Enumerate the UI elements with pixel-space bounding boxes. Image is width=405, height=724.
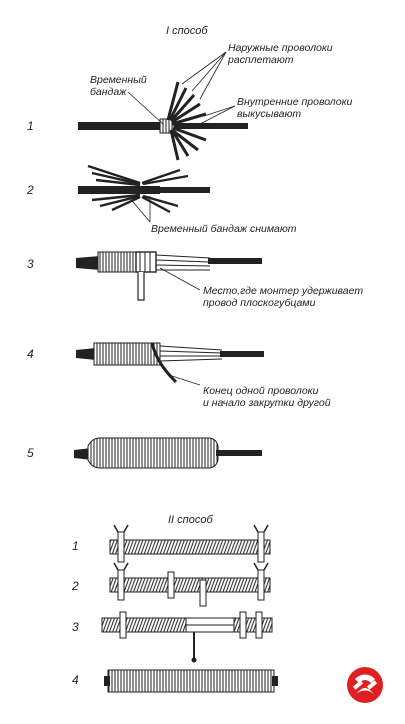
method2-title: II способ [168,514,213,526]
method2-step3-figure [101,611,273,663]
label-outer-wires: Наружные проволоки расплетают [228,42,333,66]
label-inner-wires-line1: Внутренние проволоки [237,96,353,108]
label-temp-band: Временный бандаж [90,74,147,98]
method1-step4-number: 4 [27,347,34,361]
label-outer-wires-line1: Наружные проволоки [228,42,333,54]
step2-figure [78,164,210,223]
method2-step4-number: 4 [72,673,79,687]
label-inner-wires-line2: выкусывают [237,108,302,120]
label-temp-band-line1: Временный [90,74,147,86]
label-temp-band-line2: бандаж [90,86,127,98]
step1-figure [78,51,248,161]
label-outer-wires-line2: расплетают [228,54,294,66]
method1-step2-number: 2 [27,183,34,197]
method1-step3-number: 3 [27,257,34,271]
label-pliers-place-line1: Место,где монтер удерживает [203,285,364,297]
label-wire-end-line1: Конец одной проволоки [203,385,319,397]
method1-title: I способ [166,25,208,37]
method2-step2-figure [109,562,271,607]
label-wire-end: Конец одной проволоки и начало закрутки … [203,385,331,409]
label-inner-wires: Внутренние проволоки выкусывают [237,96,352,120]
label-wire-end-line2: и начало закрутки другой [203,397,331,409]
step5-figure [74,437,262,469]
label-pliers-place: Место,где монтер удерживает провод плоск… [203,285,363,309]
method2-step1-figure [109,524,271,563]
method2-step2-number: 2 [72,579,79,593]
method2-step3-number: 3 [72,620,79,634]
method2-step4-figure [104,669,278,693]
method1-step1-number: 1 [27,119,34,133]
label-pliers-place-line2: провод плоскогубцами [203,297,316,309]
step4-figure [76,342,264,386]
method2-step1-number: 1 [72,539,79,553]
label-band-removed: Временный бандаж снимают [151,223,297,235]
brand-logo-icon[interactable] [345,665,385,705]
step3-figure [76,251,262,301]
method1-step5-number: 5 [27,446,34,460]
